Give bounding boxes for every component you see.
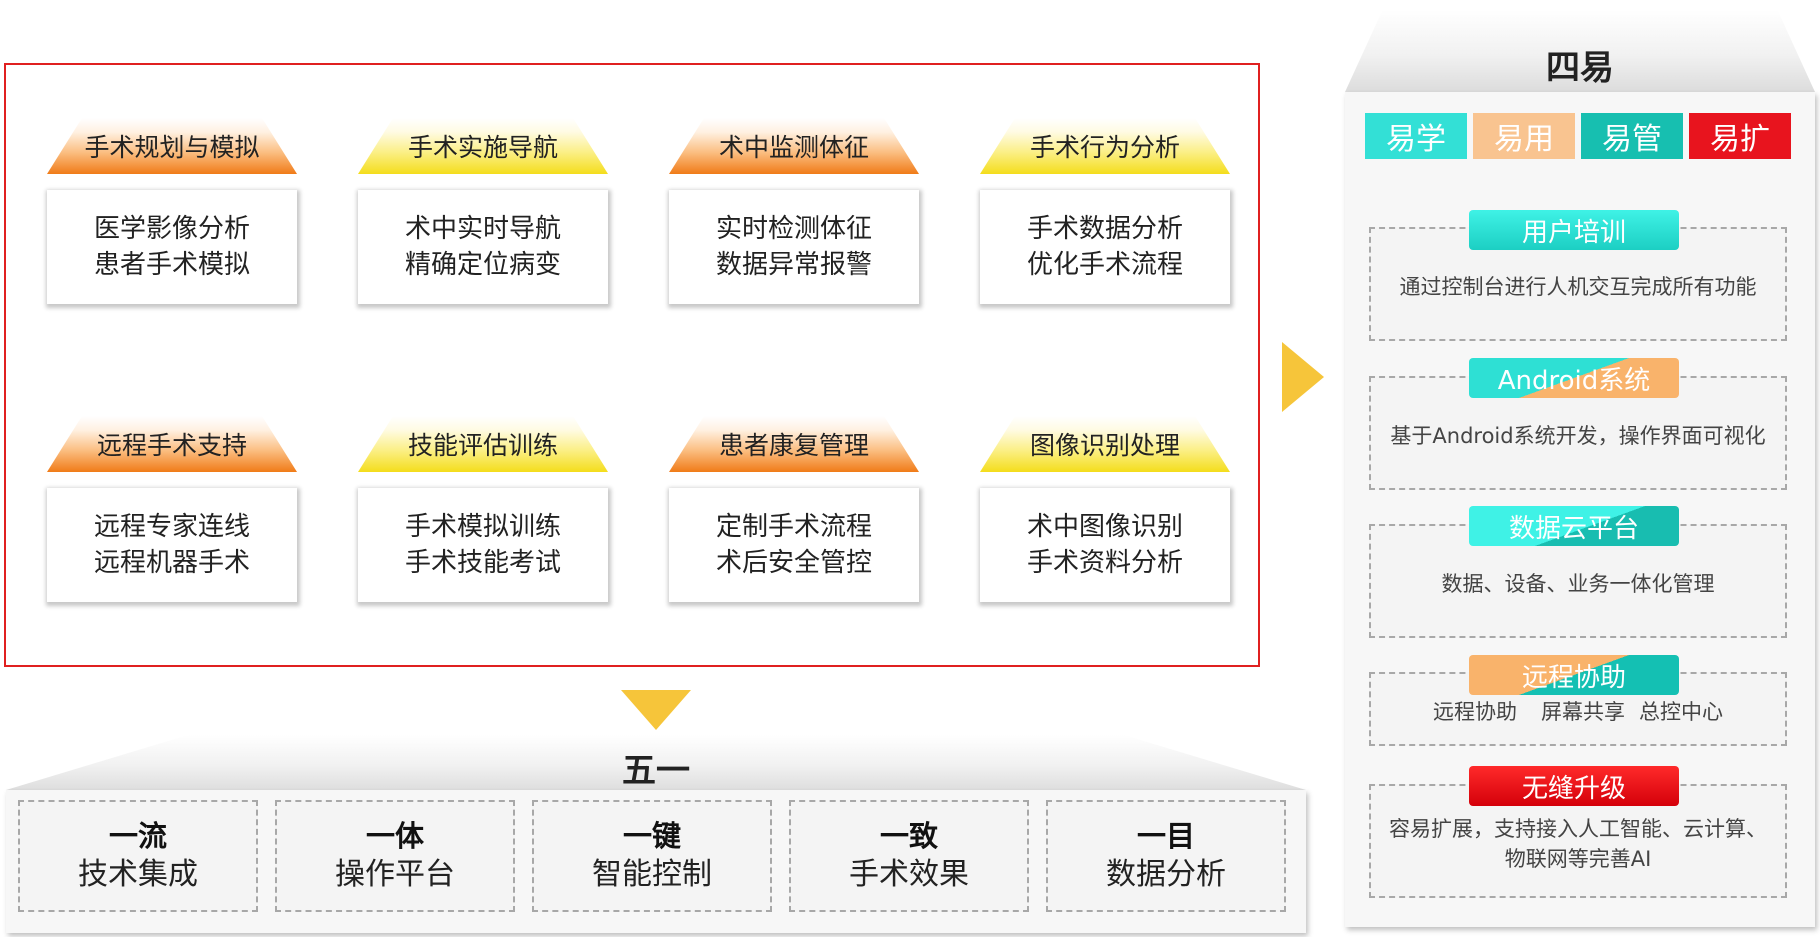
tag-easy-manage: 易管	[1581, 113, 1683, 159]
feature-title: 手术规划与模拟	[47, 118, 297, 174]
feature-line: 精确定位病变	[404, 250, 561, 280]
feature-card: 图像识别处理 术中图像识别 手术资料分析	[980, 416, 1230, 602]
section-text: 数据、设备、业务一体化管理	[1441, 572, 1715, 596]
tag-easy-use: 易用	[1473, 113, 1575, 159]
feature-line: 数据异常报警	[715, 250, 872, 280]
section-text: 通过控制台进行人机交互完成所有功能	[1399, 275, 1757, 299]
feature-body: 手术模拟训练 手术技能考试	[358, 488, 608, 602]
five-item-head: 一体	[365, 819, 424, 853]
feature-line: 患者手术模拟	[93, 250, 250, 280]
feature-line: 手术资料分析	[1026, 548, 1183, 578]
feature-line: 远程机器手术	[93, 548, 250, 578]
four-panel-roof	[1345, 10, 1815, 92]
arrow-down-icon	[621, 690, 691, 730]
section-text-part: 屏幕共享	[1541, 700, 1625, 724]
section-text: 容易扩展，支持接入人工智能、云计算、物联网等完善AI	[1389, 817, 1767, 871]
feature-title: 手术实施导航	[358, 118, 608, 174]
section-label-data-cloud: 数据云平台	[1469, 506, 1679, 546]
tag-easy-extend: 易扩	[1689, 113, 1791, 159]
feature-title: 患者康复管理	[669, 416, 919, 472]
five-panel-title: 五一	[622, 751, 690, 791]
feature-title: 技能评估训练	[358, 416, 608, 472]
feature-body: 实时检测体征 数据异常报警	[669, 190, 919, 304]
section-text-part: 远程协助	[1433, 700, 1517, 724]
five-item-text: 技术集成	[78, 857, 198, 892]
five-item-text: 智能控制	[592, 857, 712, 892]
feature-body: 手术数据分析 优化手术流程	[980, 190, 1230, 304]
feature-body: 定制手术流程 术后安全管控	[669, 488, 919, 602]
five-item-text: 操作平台	[335, 857, 455, 892]
feature-line: 医学影像分析	[93, 214, 250, 244]
feature-card: 患者康复管理 定制手术流程 术后安全管控	[669, 416, 919, 602]
feature-line: 手术数据分析	[1026, 214, 1183, 244]
feature-line: 术中图像识别	[1026, 512, 1183, 542]
five-item-head: 一流	[108, 819, 167, 853]
feature-title: 远程手术支持	[47, 416, 297, 472]
section-label-remote-assist: 远程协助	[1469, 655, 1679, 695]
feature-line: 优化手术流程	[1026, 250, 1183, 280]
feature-line: 实时检测体征	[715, 214, 872, 244]
four-panel: 四易 易学 易用 易管 易扩 通过控制台进行人机交互完成所有功能 用户培训 基于…	[1345, 10, 1815, 927]
feature-title: 手术行为分析	[980, 118, 1230, 174]
section-seamless-upgrade: 容易扩展，支持接入人工智能、云计算、物联网等完善AI	[1369, 784, 1787, 898]
five-panel-roof	[6, 735, 1306, 790]
feature-card: 手术行为分析 手术数据分析 优化手术流程	[980, 118, 1230, 304]
section-text-part: 总控中心	[1639, 700, 1723, 724]
feature-line: 术中实时导航	[404, 214, 561, 244]
feature-body: 术中图像识别 手术资料分析	[980, 488, 1230, 602]
arrow-right-icon	[1282, 342, 1324, 412]
feature-body: 远程专家连线 远程机器手术	[47, 488, 297, 602]
five-item-head: 一致	[879, 819, 938, 853]
feature-title: 图像识别处理	[980, 416, 1230, 472]
section-label-seamless-upgrade: 无缝升级	[1469, 766, 1679, 806]
feature-line: 定制手术流程	[715, 512, 872, 542]
five-item-text: 手术效果	[849, 857, 969, 892]
feature-card: 手术实施导航 术中实时导航 精确定位病变	[358, 118, 608, 304]
section-text: 基于Android系统开发，操作界面可视化	[1390, 424, 1766, 448]
section-label-user-training: 用户培训	[1469, 210, 1679, 250]
five-item-text: 数据分析	[1106, 857, 1226, 892]
feature-line: 术后安全管控	[715, 548, 872, 578]
feature-grid-frame	[4, 63, 1260, 667]
section-label-android: Android系统	[1469, 358, 1679, 398]
five-item: 一致 手术效果	[789, 800, 1029, 912]
feature-title: 术中监测体征	[669, 118, 919, 174]
five-item: 一体 操作平台	[275, 800, 515, 912]
five-item: 一流 技术集成	[18, 800, 258, 912]
feature-body: 医学影像分析 患者手术模拟	[47, 190, 297, 304]
tag-easy-learn: 易学	[1365, 113, 1467, 159]
four-panel-body: 易学 易用 易管 易扩 通过控制台进行人机交互完成所有功能 用户培训 基于And…	[1345, 92, 1815, 927]
feature-card: 远程手术支持 远程专家连线 远程机器手术	[47, 416, 297, 602]
feature-line: 远程专家连线	[93, 512, 250, 542]
four-panel-title: 四易	[1546, 48, 1614, 88]
five-panel: 五一 一流 技术集成 一体 操作平台 一键 智能控制 一致 手术效果 一目 数据…	[6, 735, 1306, 933]
feature-body: 术中实时导航 精确定位病变	[358, 190, 608, 304]
five-item: 一键 智能控制	[532, 800, 772, 912]
feature-line: 手术模拟训练	[404, 512, 561, 542]
feature-card: 技能评估训练 手术模拟训练 手术技能考试	[358, 416, 608, 602]
five-item-head: 一键	[622, 819, 681, 853]
feature-line: 手术技能考试	[404, 548, 561, 578]
five-item-head: 一目	[1136, 819, 1195, 853]
feature-card: 手术规划与模拟 医学影像分析 患者手术模拟	[47, 118, 297, 304]
feature-card: 术中监测体征 实时检测体征 数据异常报警	[669, 118, 919, 304]
section-android: 基于Android系统开发，操作界面可视化	[1369, 376, 1787, 490]
five-panel-body: 一流 技术集成 一体 操作平台 一键 智能控制 一致 手术效果 一目 数据分析	[6, 790, 1306, 933]
five-item: 一目 数据分析	[1046, 800, 1286, 912]
